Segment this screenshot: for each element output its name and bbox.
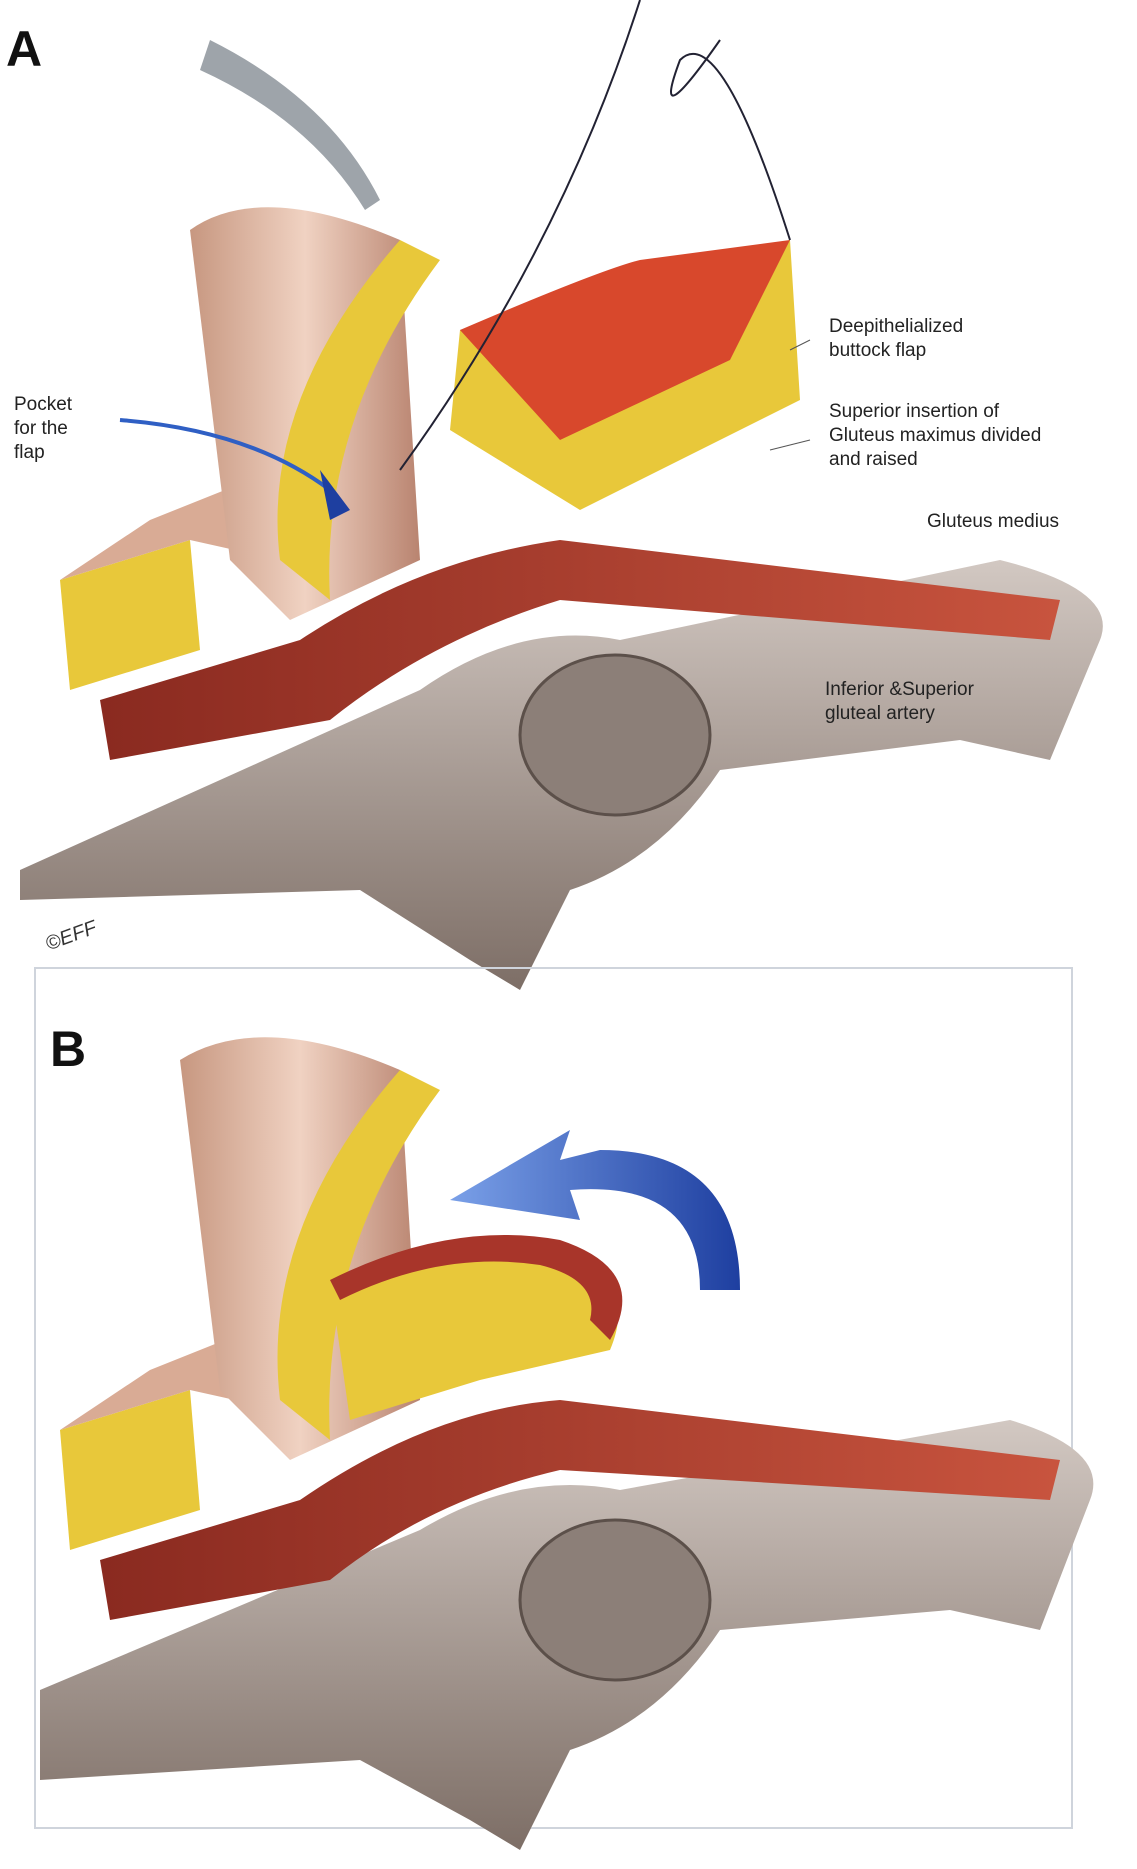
retractor [200,40,380,210]
label-pocket: Pocket for the flap [14,394,73,463]
panel-label-a: A [6,21,43,77]
deepithelialized-flap [460,240,790,440]
panel-a-art [20,0,1103,990]
fat-layer-a [60,540,200,690]
fat-fold-b [277,1070,440,1440]
femoral-head-a [518,653,712,817]
fat-fold-a [277,240,440,600]
panel-b-frame [34,967,1073,1829]
suture-loop-a [670,39,791,241]
transposed-flap-fat [330,1244,619,1420]
label-insertion: Superior insertion of Gluteus maximus di… [829,401,1042,470]
label-artery: Inferior &Superior gluteal artery [825,679,974,724]
gluteus-muscle-b [100,1400,1060,1620]
pocket-arrow [119,418,332,492]
femoral-head-b [518,1518,712,1682]
label-gluteus-medius: Gluteus medius [927,511,1060,532]
panel-b-art [40,1037,1094,1850]
suture-a [399,0,641,471]
panel-label-b: B [50,1021,87,1077]
gluteus-muscle-a [100,540,1060,760]
fat-layer-b [60,1390,200,1550]
pocket-arrowhead [320,470,350,520]
transposed-muscle [330,1235,623,1340]
transposition-arrow [450,1130,740,1290]
label-flap: Deepithelialized buttock flap [829,316,964,361]
